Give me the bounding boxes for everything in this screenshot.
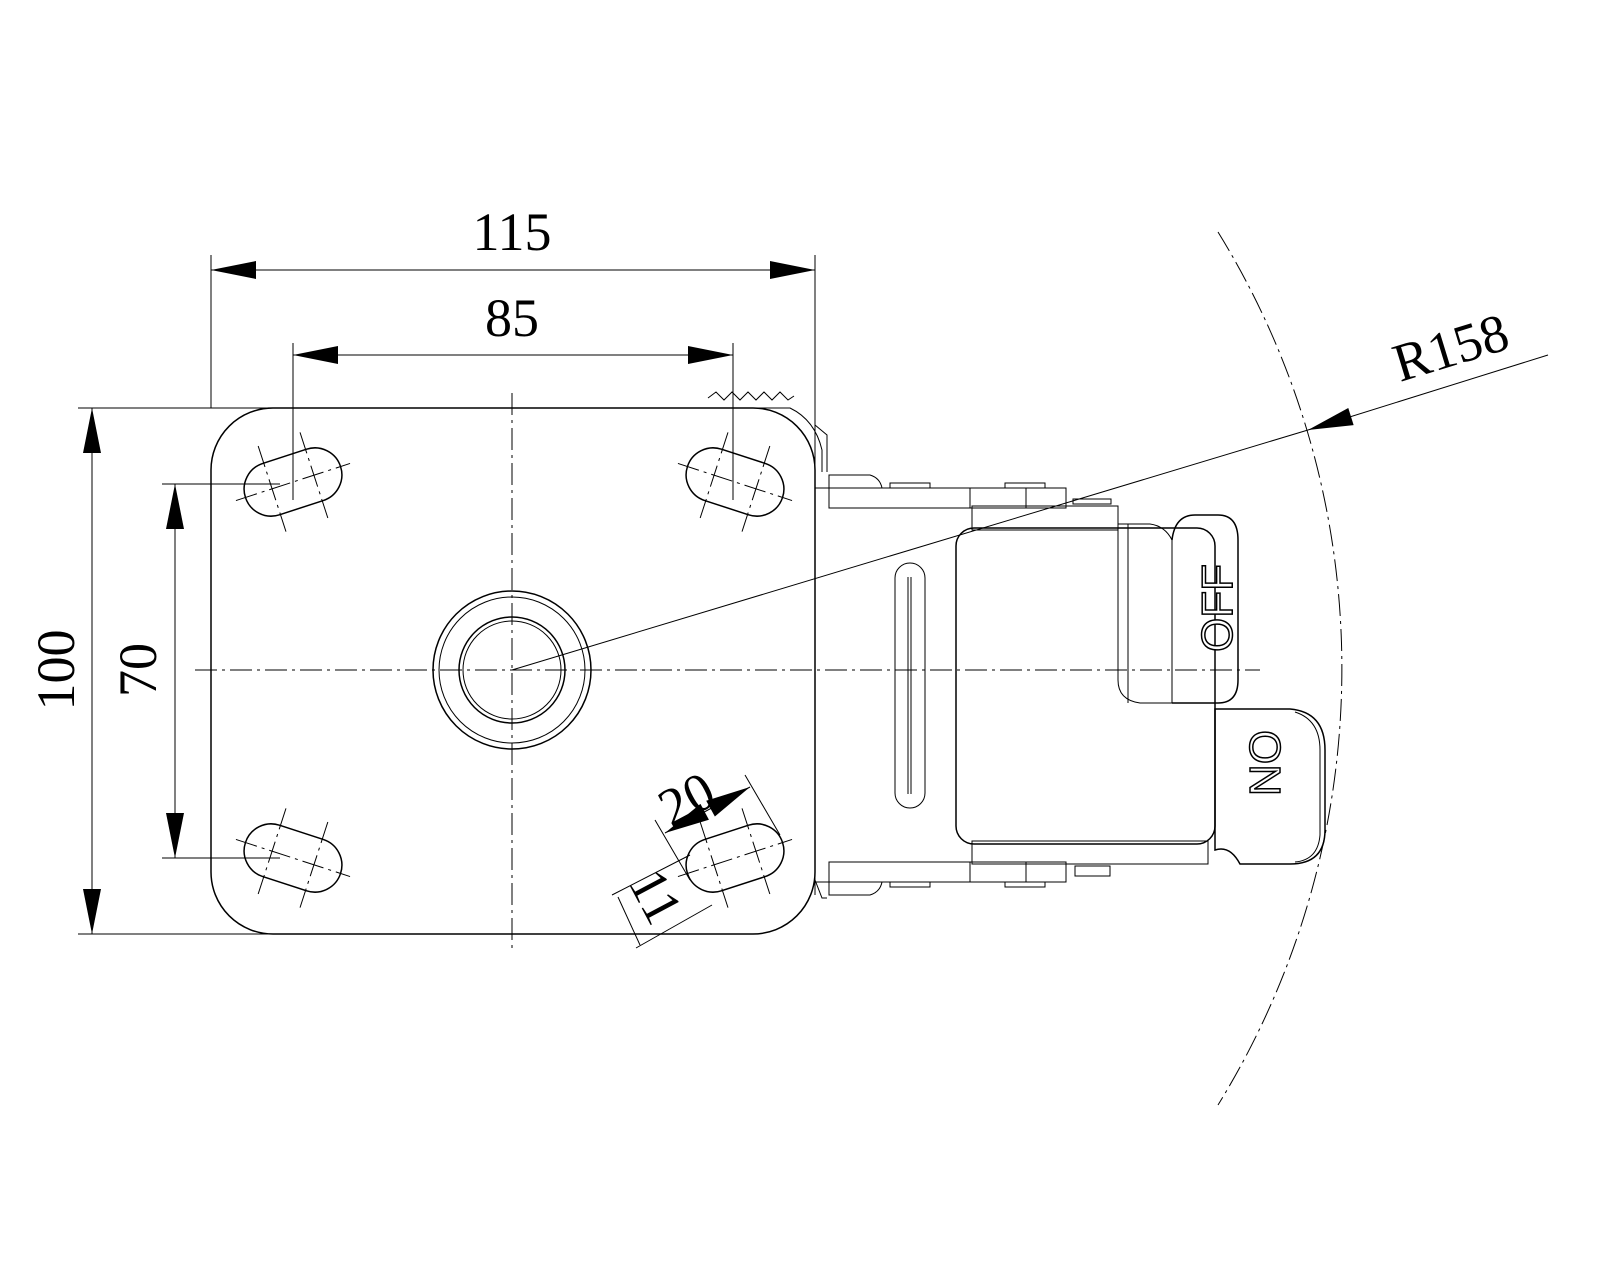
top-plate bbox=[210, 407, 816, 935]
dimension-85: 85 bbox=[292, 288, 734, 500]
radius-arrow bbox=[1307, 354, 1549, 431]
brake-slot bbox=[894, 562, 926, 809]
on-label: ON bbox=[1240, 730, 1289, 796]
radius-label: R158 bbox=[1386, 302, 1515, 394]
dimension-100: 100 bbox=[26, 407, 700, 935]
dimension-70: 70 bbox=[108, 483, 280, 859]
dimension-115: 115 bbox=[210, 202, 816, 475]
brake-assembly bbox=[707, 391, 1216, 899]
swivel-radius-arc bbox=[1217, 231, 1343, 1106]
svg-text:115: 115 bbox=[473, 202, 552, 262]
svg-text:70: 70 bbox=[108, 643, 168, 697]
off-pedal: OFF bbox=[1117, 514, 1243, 704]
mounting-slot-bottom-right bbox=[677, 808, 793, 908]
mounting-slot-top-right bbox=[677, 432, 793, 532]
radius-leader bbox=[511, 429, 1309, 671]
svg-text:11: 11 bbox=[617, 860, 694, 934]
svg-text:85: 85 bbox=[485, 288, 539, 348]
off-label: OFF bbox=[1193, 564, 1242, 652]
svg-text:20: 20 bbox=[649, 760, 725, 838]
mounting-slot-bottom-left bbox=[235, 808, 351, 908]
on-pedal: ON bbox=[1214, 708, 1326, 865]
svg-text:100: 100 bbox=[26, 630, 86, 711]
